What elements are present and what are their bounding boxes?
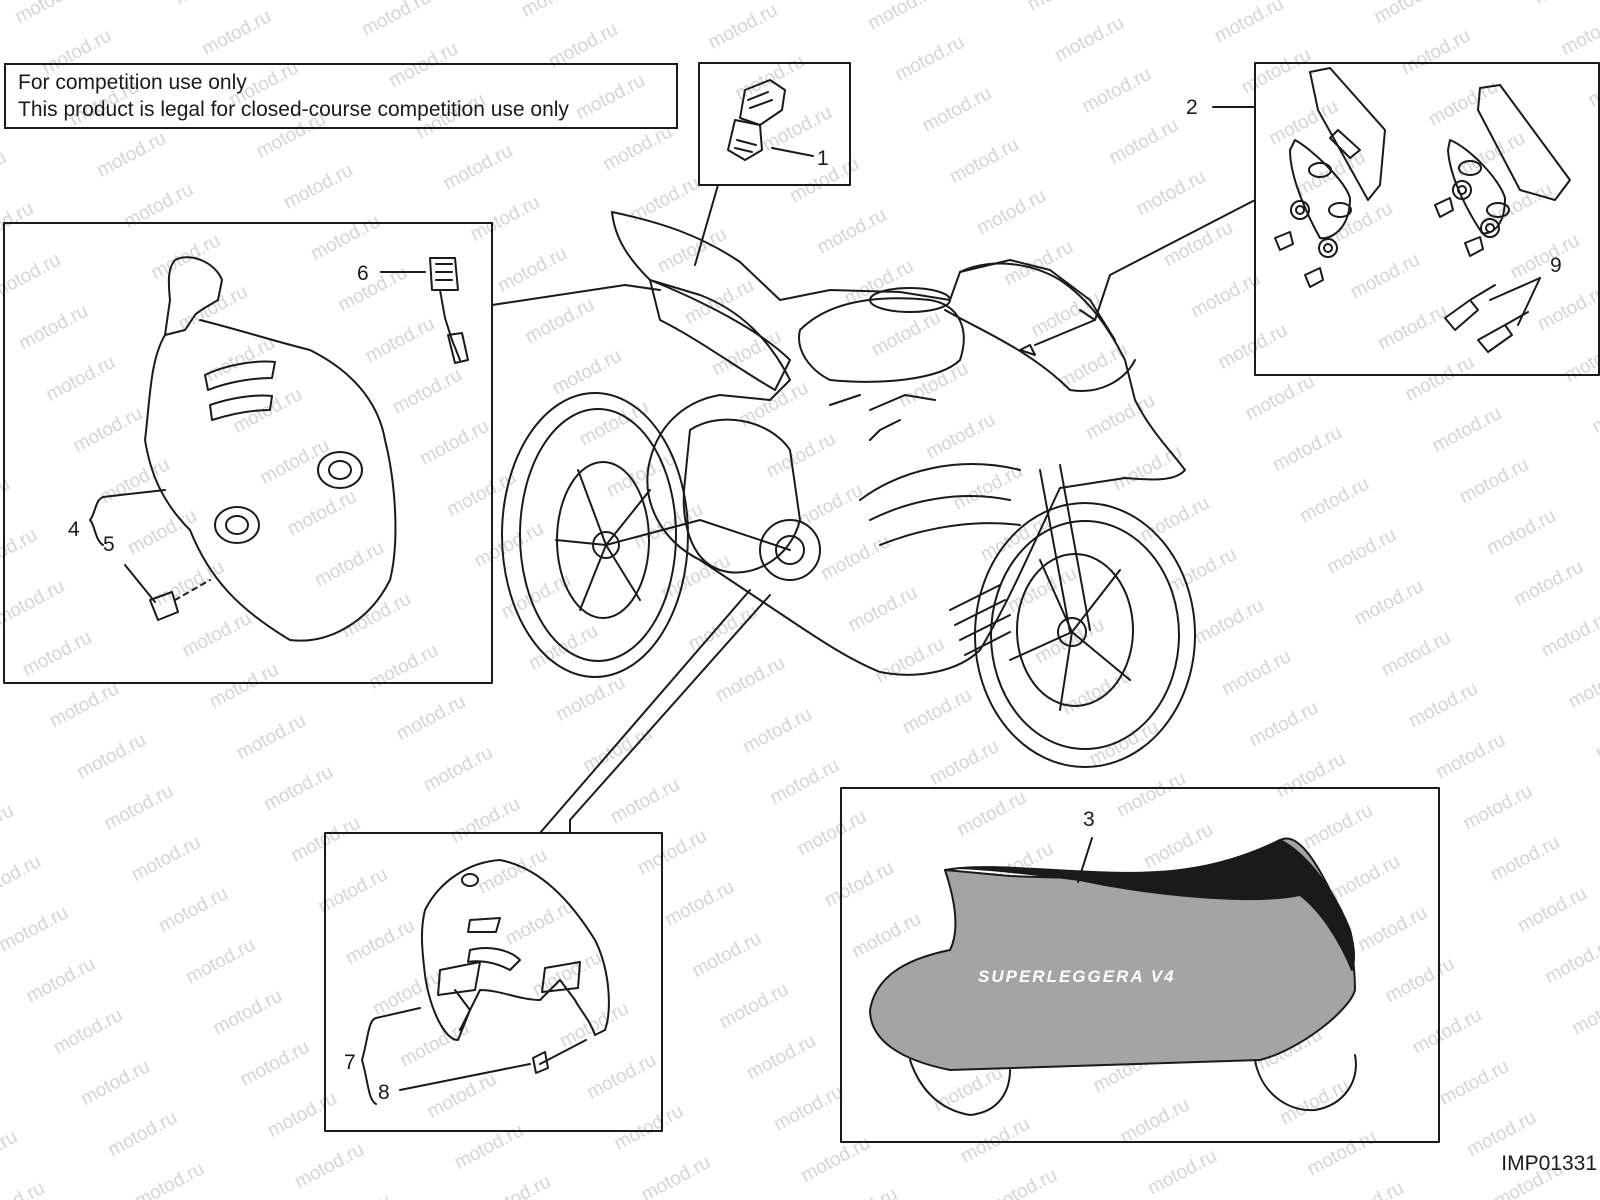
cover-print: SUPERLEGGERA V4 bbox=[978, 967, 1176, 986]
callout-4: 4 bbox=[68, 518, 80, 541]
callout-5: 5 bbox=[103, 533, 115, 556]
panel-mirror-plates bbox=[1254, 62, 1600, 376]
drawing-code: IMP01331 bbox=[1501, 1152, 1597, 1175]
bike-cover-part bbox=[869, 837, 1357, 1116]
clutch-cover-part bbox=[420, 859, 610, 1074]
callout-7: 7 bbox=[344, 1051, 356, 1074]
heat-shield-part bbox=[144, 256, 397, 642]
sensor-connector-part bbox=[727, 79, 786, 161]
notice-line-2: This product is legal for closed-course … bbox=[18, 98, 569, 121]
callout-3: 3 bbox=[1083, 808, 1095, 831]
callout-8: 8 bbox=[378, 1081, 390, 1104]
panel-sensor bbox=[698, 62, 851, 186]
competition-notice-box: For competition use only This product is… bbox=[4, 63, 678, 129]
callout-9: 9 bbox=[1550, 254, 1562, 277]
panel-heat-shield bbox=[3, 222, 493, 684]
callout-2: 2 bbox=[1186, 96, 1198, 119]
notice-line-1: For competition use only bbox=[18, 71, 247, 94]
panel-bike-cover bbox=[840, 787, 1440, 1143]
mirror-blanking-plates-part bbox=[1274, 67, 1571, 353]
callout-6: 6 bbox=[357, 262, 369, 285]
callout-1: 1 bbox=[817, 147, 829, 170]
motorcycle-drawing bbox=[501, 211, 1196, 768]
connector-cable-part bbox=[429, 257, 469, 364]
panel-clutch-cover bbox=[324, 832, 663, 1132]
